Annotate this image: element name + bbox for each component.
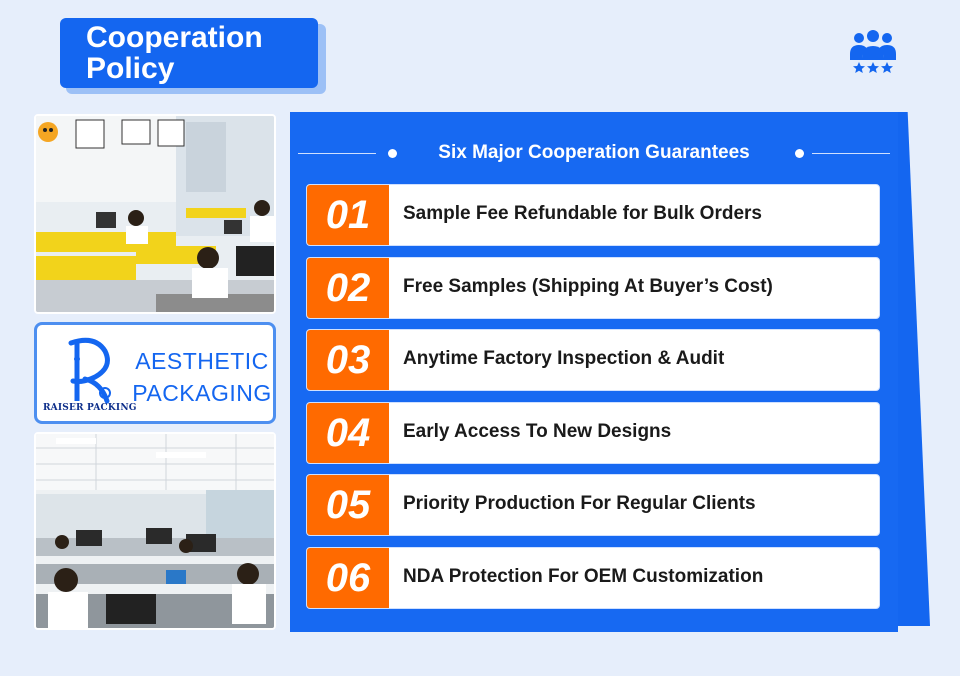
heading-dot-left [388,149,397,158]
guarantee-item-6: 06 NDA Protection For OEM Customization [306,547,880,609]
office-photo-2 [34,432,276,630]
guarantees-panel: Six Major Cooperation Guarantees 01 Samp… [290,112,898,632]
page-title-line2: Policy [86,52,175,85]
raiser-logo-icon [68,337,111,404]
guarantee-number: 01 [307,185,389,245]
logo-tagline-line1: AESTHETIC [135,348,269,374]
guarantee-item-1: 01 Sample Fee Refundable for Bulk Orders [306,184,880,246]
guarantee-number: 02 [307,258,389,318]
heading-divider-left [298,153,376,154]
heading-dot-right [795,149,804,158]
guarantee-item-3: 03 Anytime Factory Inspection & Audit [306,329,880,391]
guarantee-label: Free Samples (Shipping At Buyer’s Cost) [403,276,773,297]
logo-tagline: AESTHETIC PACKAGING [127,345,277,409]
panel-heading-text: Six Major Cooperation Guarantees [438,142,750,163]
guarantee-number: 05 [307,475,389,535]
guarantee-number: 03 [307,330,389,390]
guarantee-item-2: 02 Free Samples (Shipping At Buyer’s Cos… [306,257,880,319]
guarantee-label: Sample Fee Refundable for Bulk Orders [403,203,762,224]
guarantee-item-4: 04 Early Access To New Designs [306,402,880,464]
panel-heading: Six Major Cooperation Guarantees [298,140,890,168]
guarantee-label: Anytime Factory Inspection & Audit [403,348,725,369]
guarantee-label: Early Access To New Designs [403,421,672,442]
guarantee-label: Priority Production For Regular Clients [403,493,756,514]
guarantee-label: NDA Protection For OEM Customization [403,566,764,587]
guarantee-item-5: 05 Priority Production For Regular Clien… [306,474,880,536]
guarantee-number: 06 [307,548,389,608]
page-title-line1: Cooperation [86,21,263,54]
logo-company-name: RAISER PACKING [43,403,137,413]
page-title: Cooperation Policy [60,18,318,88]
office-photo-1 [34,114,276,314]
logo-tagline-line2: PACKAGING [132,380,272,406]
heading-divider-right [812,153,890,154]
guarantee-number: 04 [307,403,389,463]
team-stars-icon [850,30,896,73]
company-logo-card: RAISER PACKING AESTHETIC PACKAGING [34,322,276,424]
